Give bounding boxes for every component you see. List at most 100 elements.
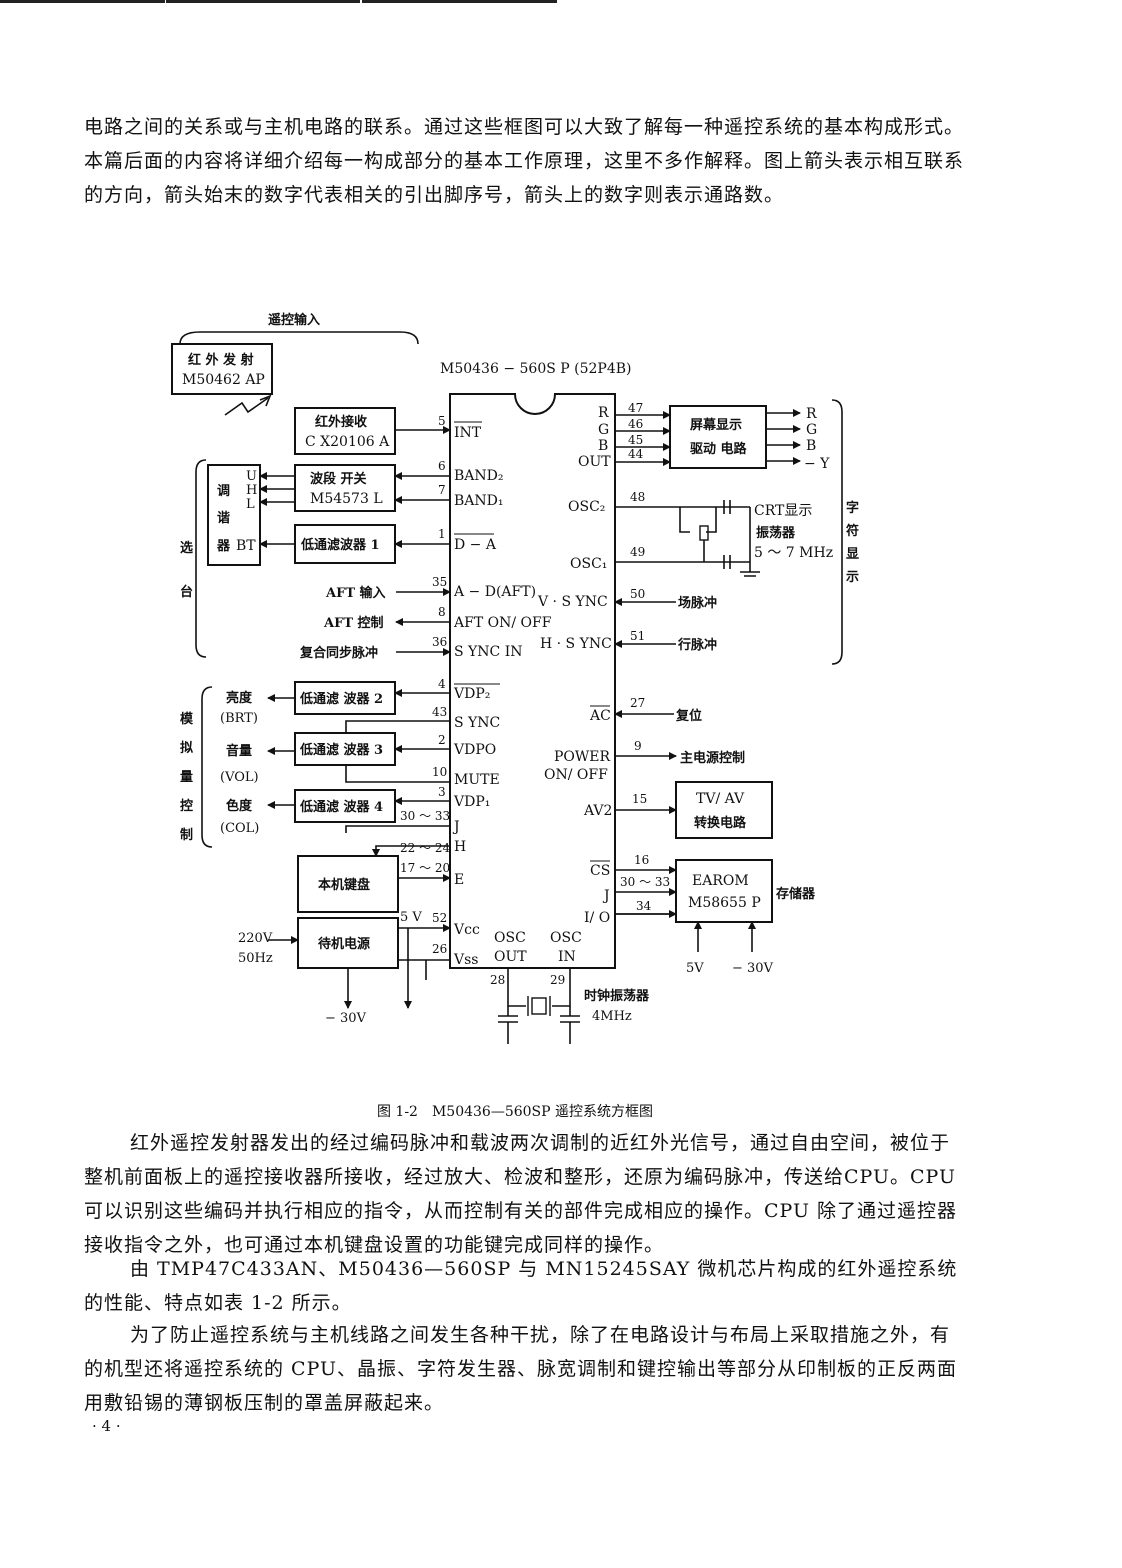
ir-receiver-label: 红外接收 xyxy=(315,414,368,430)
crt-osc-label-1: CRT显示 xyxy=(754,503,812,519)
cap-left xyxy=(498,1006,518,1044)
ir-transmitter-box xyxy=(171,343,273,395)
pin-36-num: 36 xyxy=(432,635,447,649)
tuning-bracket xyxy=(195,459,207,658)
analog-bracket xyxy=(201,686,213,848)
tuning-label-1: 选 xyxy=(180,540,193,556)
pin-27-num: 27 xyxy=(630,696,645,710)
pin-syncin-name: S YNC IN xyxy=(454,644,522,660)
h-arrow xyxy=(372,845,450,857)
osc-out-label-1: OSC xyxy=(494,930,526,946)
pin-g-name: G xyxy=(598,422,609,438)
pin-vdp2-name: VDP₂ xyxy=(453,686,490,702)
pin-29-num: 29 xyxy=(550,973,565,987)
pin-j-right-range: 30 ～ 33 xyxy=(620,875,670,889)
earom-box xyxy=(675,859,773,923)
lpf2-label: 低通滤 波器 2 xyxy=(299,691,383,707)
tuning-label-2: 台 xyxy=(180,584,193,600)
pin-34-num: 34 xyxy=(636,899,652,913)
standby-power-label: 待机电源 xyxy=(317,936,370,952)
crt-cap-top xyxy=(723,500,731,514)
earom-label-2: M58655 P xyxy=(688,895,761,911)
out-r-label: R xyxy=(806,406,817,422)
lpf4-box xyxy=(294,789,396,823)
pin-e-name: E xyxy=(454,872,464,888)
paragraph-1: 电路之间的关系或与主机电路的联系。通过这些框图可以大致了解每一种遥控系统的基本构… xyxy=(84,116,965,206)
vss-line xyxy=(398,959,450,980)
pin-3-num: 3 xyxy=(438,785,446,799)
chip-title: M50436 − 560S P (52P4B) xyxy=(440,361,632,377)
remote-input-bracket xyxy=(179,331,419,345)
memory-label: 存储器 xyxy=(776,886,816,902)
pin-b-name: B xyxy=(598,438,608,454)
pin-h-range: 22 ～ 24 xyxy=(400,841,451,855)
pin-9-num: 9 xyxy=(634,739,642,753)
pin-vss-name: Vss xyxy=(453,952,478,968)
pin-8-num: 8 xyxy=(438,605,446,619)
top-border-line xyxy=(362,0,557,3)
char-display-label-3: 显 xyxy=(846,547,859,562)
aft-control-label: AFT 控制 xyxy=(323,615,384,631)
band-switch-box xyxy=(294,464,396,512)
block-diagram: 遥控输入 M50436 − 560S P (52P4B) 红 外 发 射 M50… xyxy=(171,312,859,1044)
v5-left-label: 5 V xyxy=(400,910,422,925)
volume-label: 音量 xyxy=(226,743,252,759)
tuner-char-2: 谐 xyxy=(217,510,230,526)
minus30-right-label: − 30V xyxy=(732,961,774,976)
ir-signal-zigzag xyxy=(224,397,269,416)
char-display-label-2: 符 xyxy=(846,523,859,539)
pin-50-num: 50 xyxy=(630,587,645,601)
brightness-label: 亮度 xyxy=(226,690,253,706)
pin-43-num: 43 xyxy=(432,705,447,719)
j-line xyxy=(345,825,450,833)
pin-mute-name: MUTE xyxy=(454,772,500,788)
page-number: · 4 · xyxy=(92,1417,121,1435)
ir-transmitter-label: 红 外 发 射 xyxy=(188,352,254,368)
reset-label: 复位 xyxy=(675,708,702,724)
volume-abbr: (VOL) xyxy=(220,770,259,785)
crystal-symbol xyxy=(531,997,547,1015)
pin-av2-name: AV2 xyxy=(583,803,612,819)
pin-osc1-name: OSC₁ xyxy=(570,556,607,572)
clock-osc-freq: 4MHz xyxy=(592,1009,632,1024)
tuner-h-label: H xyxy=(246,483,257,498)
crystal-plates xyxy=(527,996,551,1016)
pin-vdpo-name: VDPO xyxy=(453,742,496,758)
pin-44-num: 44 xyxy=(628,447,644,461)
lpf4-label: 低通滤 波器 4 xyxy=(299,799,383,815)
pin-47-num: 47 xyxy=(628,401,643,415)
lpf1-label: 低通滤波器 1 xyxy=(300,537,380,553)
pin-49-num: 49 xyxy=(630,545,645,559)
tuner-char-3: 器 xyxy=(216,539,231,554)
band-switch-model: M54573 L xyxy=(310,491,383,507)
pin-aft-onoff-name: AFT ON/ OFF xyxy=(453,615,552,631)
pin-io-name: I/ O xyxy=(584,910,610,926)
tuner-bt-label: BT xyxy=(236,538,256,554)
osc-in-label-2: IN xyxy=(558,949,576,965)
tv-av-label-1: TV/ AV xyxy=(696,791,745,807)
ir-signal-arrowhead xyxy=(259,394,272,407)
crt-coil-leads xyxy=(679,507,717,533)
power-onoff-label: ON/ OFF xyxy=(544,767,608,783)
pin-4-num: 4 xyxy=(438,677,446,691)
tuner-l-label: L xyxy=(246,497,255,512)
ir-receiver-model: C X20106 A xyxy=(305,434,390,450)
field-pulse-label: 场脉冲 xyxy=(678,595,717,611)
pin-r-name: R xyxy=(598,405,609,421)
cap-right xyxy=(560,1006,580,1044)
char-display-label-1: 字 xyxy=(846,500,859,516)
v5-right-label: 5V xyxy=(686,961,704,976)
crt-osc-label-2: 振荡器 xyxy=(756,525,796,541)
pin-sync-name: S YNC xyxy=(454,715,500,731)
paragraph-2: 红外遥控发射器发出的经过编码脉冲和载波两次调制的近红外光信号，通过自由空间，被位… xyxy=(84,1132,958,1256)
tuner-u-label: U xyxy=(246,469,257,484)
pin-28-num: 28 xyxy=(490,973,505,987)
crt-osc-lines xyxy=(615,506,751,572)
pin-h-name: H xyxy=(454,839,466,855)
color-abbr: (COL) xyxy=(220,821,259,836)
pin-osc2-name: OSC₂ xyxy=(568,499,605,515)
crt-osc-label-3: 5 ～ 7 MHz xyxy=(754,545,833,561)
pin-vcc-name: Vcc xyxy=(453,922,480,938)
pin-7-num: 7 xyxy=(438,483,446,497)
remote-input-label: 遥控输入 xyxy=(268,312,320,328)
